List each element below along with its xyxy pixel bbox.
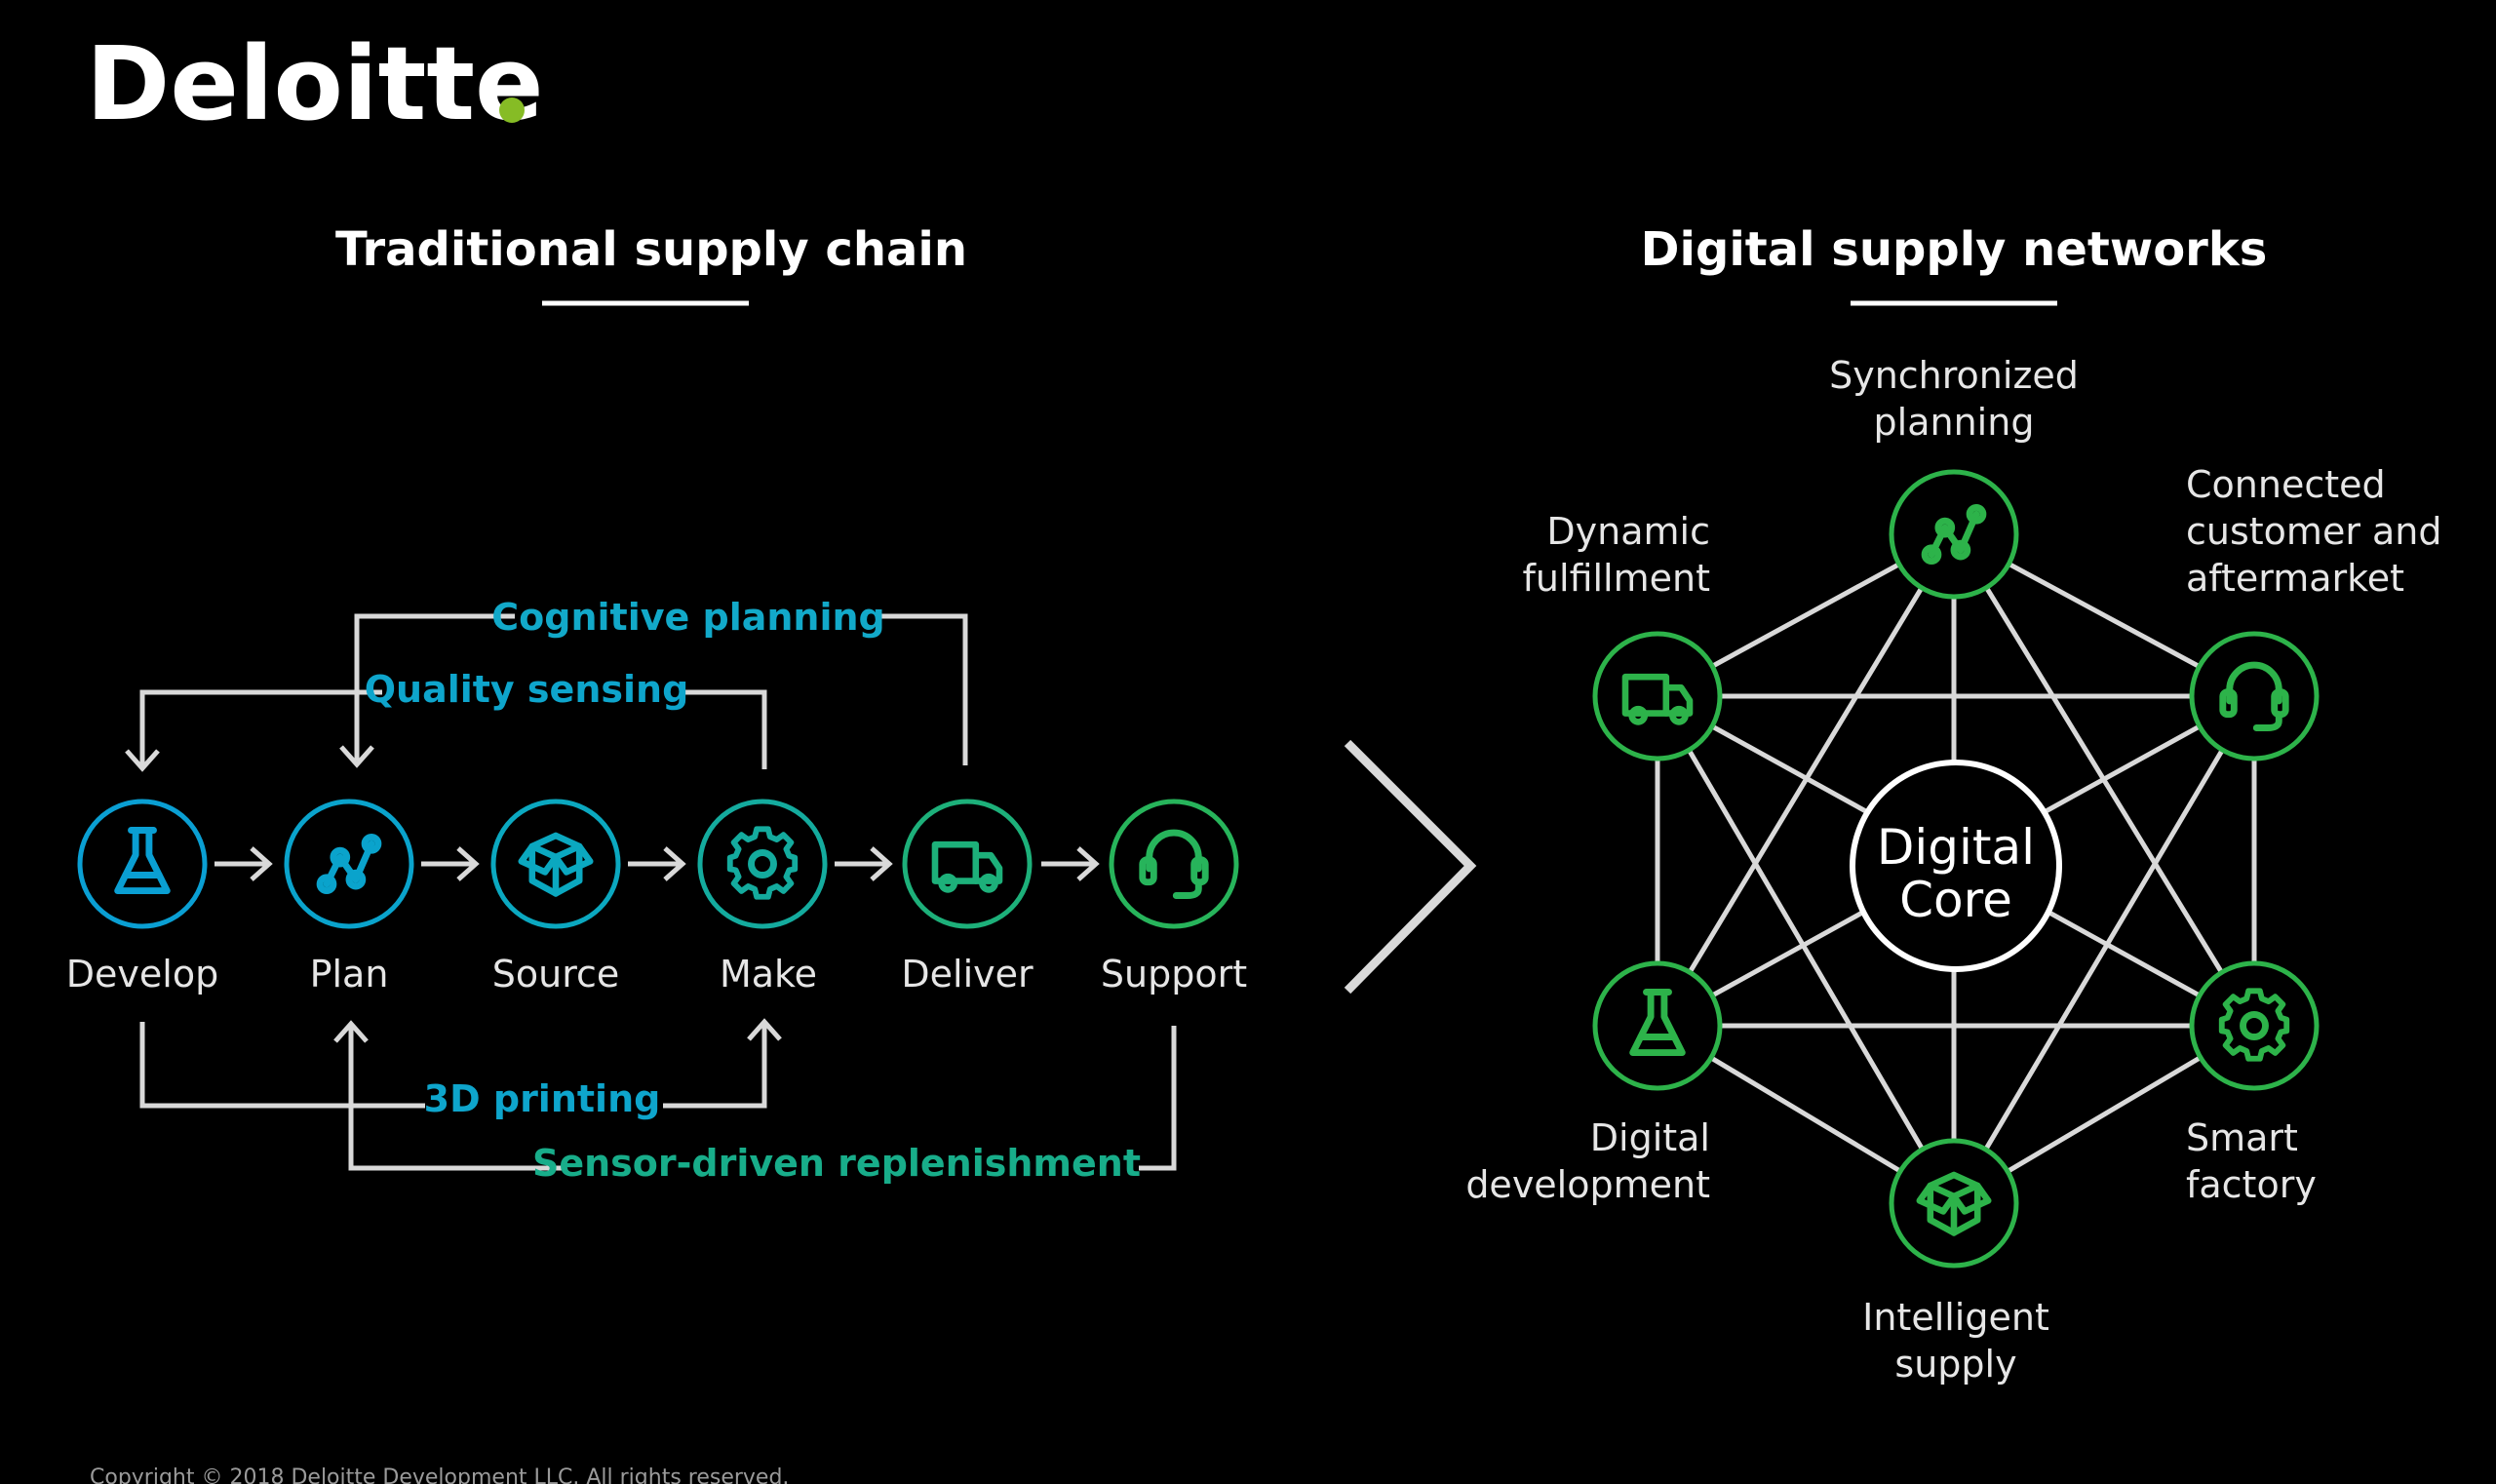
node-intelligent-supply: Intelligent supply (1862, 1138, 2049, 1386)
sensor-line-left (348, 1026, 562, 1171)
step-support: Support (1101, 799, 1247, 996)
copyright-text: Copyright © 2018 Deloitte Development LL… (90, 1465, 789, 1484)
node-synchronized-planning-label-1: Synchronized (1829, 354, 2079, 397)
step-develop: Develop (66, 799, 218, 996)
gear-icon (730, 829, 795, 896)
deloitte-logo: Deloitte (86, 24, 544, 143)
traditional-section: Traditional supply chain Cognitive plann… (66, 222, 1247, 1185)
logo-wordmark: Deloitte (86, 24, 544, 143)
traditional-steps: Develop Plan Source Make Deliver (66, 799, 1247, 996)
sensor-arrowhead (333, 1020, 369, 1043)
node-digital-development-circle (1592, 960, 1723, 1091)
arrow-make-deliver (835, 846, 893, 881)
node-intelligent-supply-label-1: Intelligent (1862, 1296, 2049, 1339)
step-develop-label: Develop (66, 953, 218, 996)
chevron-right-icon (1344, 739, 1477, 995)
digital-nodes: Synchronized planning Connected customer… (1465, 354, 2441, 1386)
cognitive-planning-line-right (876, 613, 968, 765)
3d-printing-arrowhead (747, 1018, 782, 1041)
node-smart-factory: Smart factory (2186, 960, 2320, 1206)
sensor-line-right (1139, 1026, 1177, 1171)
node-smart-factory-label-2: factory (2186, 1163, 2317, 1206)
3d-printing-line-right (663, 1024, 767, 1109)
truck-icon (935, 844, 999, 889)
cognitive-planning-arrowhead (339, 745, 374, 768)
arrow-plan-source (421, 846, 480, 881)
edge-bottom-ur (1951, 694, 2257, 1205)
quality-sensing-arrowhead (125, 749, 160, 772)
node-intelligent-supply-label-2: supply (1894, 1343, 2016, 1386)
step-support-label: Support (1101, 953, 1247, 996)
digital-core-label-line2: Core (1899, 872, 2012, 928)
3d-printing-line-left (139, 1022, 425, 1109)
digital-core-label-line1: Digital (1877, 819, 2035, 876)
feedback-loops (125, 613, 1177, 1171)
step-plan-circle (284, 799, 414, 929)
node-connected-customer-label-3: aftermarket (2186, 557, 2404, 600)
sensor-replenishment-label: Sensor-driven replenishment (532, 1142, 1141, 1185)
digital-core-circle (1850, 760, 2062, 972)
arrow-deliver-support (1041, 846, 1100, 881)
digital-title: Digital supply networks (1641, 222, 2268, 277)
step-source-label: Source (492, 953, 620, 996)
flask-icon (118, 831, 168, 891)
step-plan: Plan (284, 799, 414, 996)
node-dynamic-fulfillment: Dynamic fulfillment (1523, 510, 1723, 762)
edge-bottom-ul (1655, 694, 1957, 1205)
node-smart-factory-label-1: Smart (2186, 1116, 2298, 1159)
quality-sensing-line-right (682, 689, 767, 769)
node-connected-customer-circle (2189, 631, 2320, 762)
headset-icon (1143, 833, 1205, 895)
step-source-circle (490, 799, 621, 929)
quality-sensing-line-left (139, 689, 382, 766)
step-deliver-label: Deliver (901, 953, 1034, 996)
step-arrows (214, 846, 1100, 881)
network-chart-icon (320, 837, 378, 890)
node-dynamic-fulfillment-circle (1592, 631, 1723, 762)
node-smart-factory-circle (2189, 960, 2320, 1091)
quality-sensing-label: Quality sensing (365, 668, 689, 711)
cognitive-planning-label: Cognitive planning (491, 596, 885, 639)
traditional-title: Traditional supply chain (335, 222, 967, 277)
arrow-develop-plan (214, 846, 273, 881)
step-make: Make (697, 799, 828, 996)
step-make-circle (697, 799, 828, 929)
step-deliver-circle (902, 799, 1033, 929)
node-dynamic-fulfillment-label-1: Dynamic (1546, 510, 1710, 553)
node-digital-development-label-1: Digital (1590, 1116, 1710, 1159)
digital-core: Digital Core (1850, 760, 2062, 972)
node-synchronized-planning-label-2: planning (1874, 401, 2035, 444)
box-icon (522, 836, 590, 893)
3d-printing-label: 3D printing (424, 1077, 661, 1120)
step-deliver: Deliver (901, 799, 1034, 996)
step-source: Source (490, 799, 621, 996)
digital-section: Digital supply networks (1465, 222, 2441, 1386)
step-develop-circle (77, 799, 208, 929)
node-connected-customer-label-1: Connected (2186, 463, 2386, 506)
node-digital-development: Digital development (1465, 960, 1723, 1206)
step-support-circle (1109, 799, 1239, 929)
step-make-label: Make (720, 953, 817, 996)
logo-dot (499, 98, 525, 123)
node-synchronized-planning: Synchronized planning (1829, 354, 2079, 600)
node-dynamic-fulfillment-label-2: fulfillment (1523, 557, 1710, 600)
node-synchronized-planning-circle (1889, 469, 2019, 600)
arrow-source-make (628, 846, 686, 881)
cognitive-planning-line-left (354, 613, 515, 761)
node-connected-customer: Connected customer and aftermarket (2186, 463, 2442, 762)
step-plan-label: Plan (310, 953, 389, 996)
node-connected-customer-label-2: customer and (2186, 510, 2442, 553)
node-digital-development-label-2: development (1465, 1163, 1710, 1206)
